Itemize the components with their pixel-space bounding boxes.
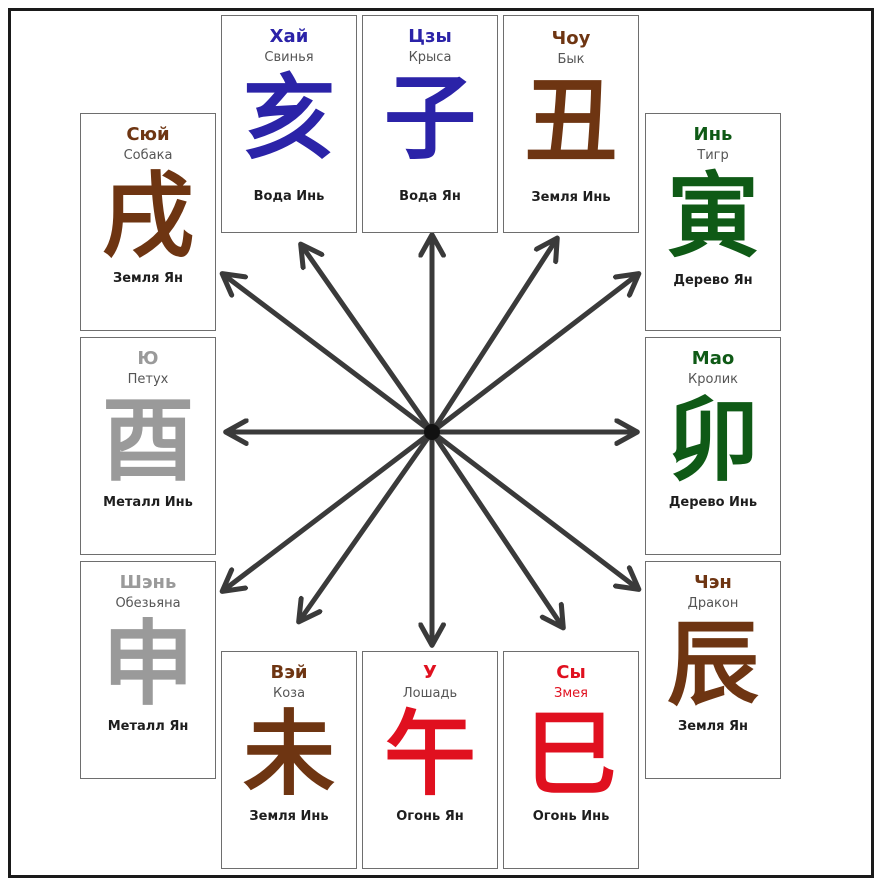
card-name: Чоу (551, 28, 591, 49)
arrow-up-left (224, 275, 435, 435)
card-element: Огонь Инь (532, 809, 610, 824)
card-element: Вода Ян (399, 189, 461, 204)
arrow-up-right-steep (429, 240, 556, 435)
card-name: Чэн (694, 572, 732, 593)
center-hub (424, 424, 440, 440)
arrow-up-right (429, 275, 637, 435)
card-hai: Хай Свинья 亥 Вода Инь (221, 15, 357, 233)
card-animal: Собака (123, 148, 173, 163)
card-syui: Сюй Собака 戌 Земля Ян (80, 113, 216, 331)
card-element: Земля Ян (112, 271, 184, 286)
card-glyph: 辰 (666, 610, 759, 718)
card-glyph: 子 (383, 64, 476, 172)
arrow-up-left-steep (302, 246, 435, 435)
card-glyph: 巳 (524, 700, 617, 808)
card-name: Шэнь (119, 572, 177, 593)
card-shen: Шэнь Обезьяна 申 Металл Ян (80, 561, 216, 779)
card-animal: Лошадь (402, 686, 458, 701)
card-glyph: 卯 (666, 386, 759, 494)
card-u: У Лошадь 午 Огонь Ян (362, 651, 498, 869)
card-name: Инь (693, 124, 733, 145)
card-sy: Сы Змея 巳 Огонь Инь (503, 651, 639, 869)
card-animal: Крыса (408, 50, 452, 65)
card-animal: Змея (554, 686, 588, 701)
card-name: Хай (269, 26, 309, 47)
card-animal: Бык (557, 52, 585, 67)
card-vei: Вэй Коза 未 Земля Инь (221, 651, 357, 869)
card-chen: Чэн Дракон 辰 Земля Ян (645, 561, 781, 779)
card-yu: Ю Петух 酉 Металл Инь (80, 337, 216, 555)
card-name: Вэй (270, 662, 308, 683)
card-yin: Инь Тигр 寅 Дерево Ян (645, 113, 781, 331)
card-name: У (423, 662, 437, 683)
card-name: Цзы (408, 26, 452, 47)
card-name: Ю (137, 348, 159, 369)
arrow-down-right-steep (429, 429, 562, 626)
card-chou: Чоу Бык 丑 Земля Инь (503, 15, 639, 233)
card-element: Земля Инь (249, 809, 329, 824)
card-animal: Обезьяна (115, 596, 181, 611)
arrow-down-left (224, 429, 435, 590)
card-mao: Мао Кролик 卯 Дерево Инь (645, 337, 781, 555)
card-element: Вода Инь (253, 189, 325, 204)
card-animal: Свинья (264, 50, 314, 65)
card-glyph: 未 (242, 700, 335, 808)
card-glyph: 寅 (666, 162, 759, 270)
card-element: Земля Ян (677, 719, 749, 734)
card-name: Сы (556, 662, 586, 683)
card-tszy: Цзы Крыса 子 Вода Ян (362, 15, 498, 233)
card-element: Дерево Инь (668, 495, 758, 510)
card-animal: Кролик (687, 372, 739, 387)
card-glyph: 亥 (242, 64, 335, 172)
card-element: Металл Ян (107, 719, 189, 734)
card-element: Огонь Ян (396, 809, 464, 824)
card-glyph: 申 (101, 610, 194, 718)
card-animal: Дракон (687, 596, 739, 611)
card-glyph: 午 (383, 700, 476, 808)
card-element: Земля Инь (531, 190, 611, 205)
card-glyph: 丑 (524, 67, 617, 175)
card-element: Дерево Ян (673, 273, 753, 288)
arrow-down-left-steep (300, 429, 435, 620)
card-animal: Тигр (697, 148, 729, 163)
card-glyph: 戌 (101, 162, 194, 270)
card-animal: Петух (127, 372, 169, 387)
card-element: Металл Инь (103, 495, 193, 510)
arrow-down-right (429, 429, 637, 588)
card-name: Сюй (126, 124, 170, 145)
card-glyph: 酉 (101, 386, 194, 494)
card-animal: Коза (272, 686, 306, 701)
card-name: Мао (691, 348, 735, 369)
